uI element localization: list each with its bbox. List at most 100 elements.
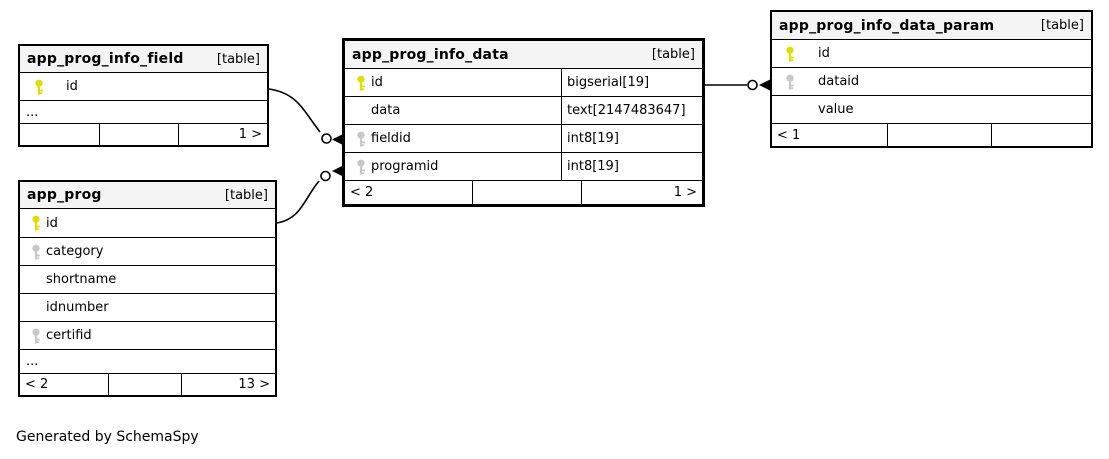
relationship-app_prog_info_field.id-to-app_prog_info_data.fieldid — [268, 88, 344, 146]
column-name-cell: shortname — [20, 266, 275, 293]
table-type-badge: [table] — [224, 187, 268, 203]
more-columns-ellipsis: ... — [26, 354, 39, 369]
table-type-badge: [table] — [1040, 18, 1084, 33]
schemaspy-credit: Generated by SchemaSpy — [16, 429, 199, 445]
parent-relations-count — [20, 124, 100, 145]
column-name: id — [371, 75, 383, 90]
table-footer: < 2 13 > — [20, 373, 275, 395]
column-name: category — [46, 244, 104, 259]
open-dot-marker — [747, 79, 758, 91]
entity-table-app_prog[interactable]: app_prog [table] id category shortname idnumb… — [18, 180, 277, 397]
footer-spacer-cell — [473, 181, 582, 204]
column-row-dataid: dataid — [772, 67, 1091, 95]
column-type: text[2147483647] — [567, 103, 686, 118]
primary-key-icon — [31, 215, 42, 231]
column-type: int8[19] — [567, 159, 619, 174]
column-name: data — [371, 103, 401, 118]
foreign-key-icon — [356, 159, 367, 175]
column-row-id: id — [772, 39, 1091, 67]
child-relations-count: 1 > — [238, 127, 262, 142]
fk-arrowhead — [332, 165, 344, 177]
parent-relations-count: < 2 — [20, 374, 109, 395]
table-name-link[interactable]: app_prog_info_data_param — [779, 17, 995, 34]
table-type-badge: [table] — [651, 47, 695, 62]
footer-spacer-cell — [100, 124, 179, 145]
table-type-badge: [table] — [216, 51, 260, 67]
footer-spacer-cell — [109, 374, 182, 395]
column-row-shortname: shortname — [20, 265, 275, 293]
footer-spacer-cell — [888, 124, 992, 146]
column-name: programid — [371, 159, 439, 174]
table-header: app_prog_info_data_param [table] — [772, 12, 1091, 39]
relationship-app_prog.id-to-app_prog_info_data.programid — [276, 165, 344, 224]
column-name-cell: category — [20, 238, 275, 265]
column-name: fieldid — [371, 131, 411, 146]
primary-key-icon — [34, 79, 45, 95]
foreign-key-icon — [31, 244, 42, 260]
column-row-value: value — [772, 95, 1091, 123]
column-row-certifid: certifid — [20, 321, 275, 349]
parent-relations-count: < 2 — [345, 181, 473, 204]
column-row-id: id — [20, 72, 267, 100]
column-name-cell: dataid — [772, 68, 1091, 95]
column-row-programid: programid int8[19] — [345, 152, 702, 180]
column-name-cell: idnumber — [20, 294, 275, 321]
column-name: certifid — [46, 328, 92, 343]
column-name-cell: data — [345, 97, 562, 124]
table-name-link[interactable]: app_prog — [27, 187, 102, 203]
primary-key-icon — [356, 75, 367, 91]
column-name: id — [46, 215, 58, 231]
column-name: dataid — [818, 74, 860, 89]
foreign-key-icon — [356, 131, 367, 147]
column-name-cell: ... — [20, 101, 267, 123]
column-row-idnumber: idnumber — [20, 293, 275, 321]
column-name-cell: id — [20, 209, 275, 237]
column-name-cell: fieldid — [345, 125, 562, 152]
fk-arrowhead — [759, 79, 771, 91]
entity-table-app_prog_info_data[interactable]: app_prog_info_data [table] id bigserial[19]… — [342, 38, 705, 207]
foreign-key-icon — [31, 328, 42, 344]
fk-arrowhead — [332, 133, 344, 146]
open-dot-marker — [320, 170, 331, 182]
column-name-cell: ... — [20, 350, 275, 373]
column-name-cell: id — [345, 69, 562, 96]
column-name: id — [818, 46, 830, 61]
table-header: app_prog [table] — [20, 182, 275, 208]
column-name-cell: id — [20, 73, 267, 100]
child-relations-count — [992, 124, 1091, 146]
foreign-key-icon — [785, 74, 796, 90]
more-columns-ellipsis: ... — [26, 104, 39, 120]
table-name-link[interactable]: app_prog_info_data — [352, 46, 509, 63]
column-name-cell: programid — [345, 153, 562, 180]
entity-table-app_prog_info_field[interactable]: app_prog_info_field [table] id... 1 > — [18, 44, 269, 147]
child-relations-count: 1 > — [673, 185, 697, 200]
entity-table-app_prog_info_data_param[interactable]: app_prog_info_data_param [table] id dataid v… — [770, 10, 1093, 148]
column-type: bigserial[19] — [567, 75, 650, 90]
column-name: id — [66, 79, 78, 94]
table-footer: < 1 — [772, 123, 1091, 146]
primary-key-icon — [785, 46, 796, 62]
table-footer: < 2 1 > — [345, 180, 702, 204]
child-relations-count: 13 > — [238, 377, 270, 392]
column-row-id: id bigserial[19] — [345, 68, 702, 96]
table-footer: 1 > — [20, 123, 267, 145]
column-name-cell: id — [772, 40, 1091, 67]
table-header: app_prog_info_field [table] — [20, 46, 267, 72]
column-type: int8[19] — [567, 131, 619, 146]
open-dot-marker — [321, 133, 332, 144]
column-row-: ... — [20, 349, 275, 373]
column-name-cell: value — [772, 96, 1091, 123]
column-row-id: id — [20, 208, 275, 237]
column-name: idnumber — [46, 300, 109, 315]
relationship-app_prog_info_data.id-to-app_prog_info_data_param.dataid — [705, 79, 771, 91]
column-row-: ... — [20, 100, 267, 123]
table-name-link[interactable]: app_prog_info_field — [27, 51, 184, 67]
column-row-category: category — [20, 237, 275, 265]
column-row-data: data text[2147483647] — [345, 96, 702, 124]
column-row-fieldid: fieldid int8[19] — [345, 124, 702, 152]
table-header: app_prog_info_data [table] — [345, 41, 702, 68]
column-name: shortname — [46, 272, 117, 287]
parent-relations-count: < 1 — [772, 124, 888, 146]
